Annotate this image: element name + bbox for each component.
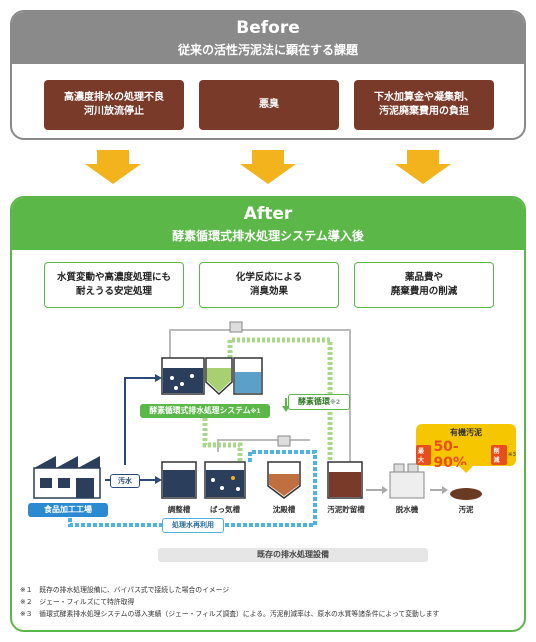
tank-label-aeration: ばっ気槽	[210, 505, 240, 514]
enzyme-system-label: 酵素循環式排水処理システム※1	[140, 404, 270, 418]
enzyme-pipe-down	[202, 418, 243, 462]
valve-icon	[277, 435, 291, 447]
issue-poor-treatment: 高濃度排水の処理不良 河川放流停止	[44, 80, 184, 130]
tank-label-sludge: 汚泥	[458, 505, 474, 514]
arrow-icon	[442, 486, 448, 494]
sludge-note: ※3	[507, 452, 516, 458]
dewatering-machine-icon	[389, 463, 425, 499]
existing-facility-label: 既存の排水処理設備	[158, 548, 428, 562]
arrow-icon	[155, 476, 162, 484]
enzyme-cycle-label: 酵素循環※2	[288, 394, 350, 410]
tank-label-sedimentation: 沈殿槽	[272, 505, 296, 514]
valve-icon	[229, 321, 243, 333]
down-arrow-icon	[395, 150, 451, 184]
sludge-range: 50-90%	[433, 439, 467, 471]
factory-icon	[33, 456, 101, 499]
before-subtitle: 従来の活性汚泥法に顕在する課題	[177, 43, 358, 57]
benefit-stable-treatment: 水質変動や高濃度処理にも 耐えうる安定処理	[44, 262, 184, 308]
transition-arrows	[85, 150, 451, 184]
after-header: After 酵素循環式排水処理システム導入後	[12, 198, 524, 250]
footnote-3: ※３ 循環式酵素排水処理システムの導入実績（ジェー・フィルズ調査）による。汚泥削…	[20, 610, 440, 618]
bypass-line-top	[169, 329, 351, 462]
wastewater-label: 汚水	[110, 474, 140, 488]
sludge-title: 有機汚泥	[450, 428, 482, 437]
sludge-pile-icon	[450, 488, 482, 500]
after-subtitle: 酵素循環式排水処理システム導入後	[172, 229, 364, 243]
before-title: Before	[236, 18, 300, 38]
before-panel: Before 従来の活性汚泥法に顕在する課題 高濃度排水の処理不良 河川放流停止…	[10, 10, 526, 140]
sludge-reduce-tag: 削減	[491, 445, 507, 465]
benefit-cost-reduction: 薬品費や 廃棄費用の削減	[354, 262, 494, 308]
sludge-max-tag: 最大	[416, 445, 432, 465]
footnote-2: ※２ ジェー・フィルズにて特許取得	[20, 598, 135, 606]
tank-label-dewatering: 脱水機	[395, 505, 419, 514]
before-header: Before 従来の活性汚泥法に顕在する課題	[12, 12, 524, 64]
down-arrow-icon	[85, 150, 141, 184]
footnote-1: ※１ 既存の排水処理設備に、バイパス式で接続した場合のイメージ	[20, 586, 230, 594]
arrow-icon	[155, 374, 162, 382]
tank-label-sludge-storage: 汚泥貯留槽	[327, 505, 365, 514]
enzyme-pipe-loop	[227, 337, 333, 462]
flow-line-upper	[124, 377, 155, 465]
enzyme-system-tanks	[161, 357, 263, 396]
existing-tanks	[161, 461, 363, 499]
after-title: After	[243, 204, 293, 224]
reuse-label: 処理水再利用	[162, 518, 224, 533]
factory-label: 食品加工工場	[28, 503, 108, 517]
issue-cost-burden: 下水加算金や凝集剤、 汚泥廃棄費用の負担	[354, 80, 494, 130]
sludge-reduction-badge: 有機汚泥 最大 50-90% 削減 ※3	[416, 424, 516, 471]
tank-label-adjustment: 調整槽	[167, 505, 191, 514]
down-arrow-icon	[240, 150, 296, 184]
badge-pointer	[458, 465, 474, 473]
issue-odor: 悪臭	[199, 80, 339, 130]
reuse-pipe	[68, 450, 317, 527]
arrow-icon	[382, 486, 388, 494]
benefit-deodorization: 化学反応による 消臭効果	[199, 262, 339, 308]
